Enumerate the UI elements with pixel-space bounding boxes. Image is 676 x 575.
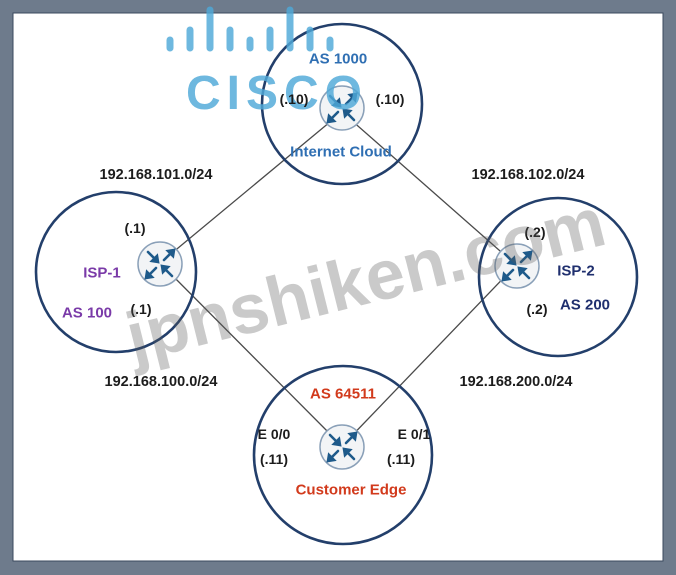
isp1-top-ip-label: (.1) <box>124 220 146 236</box>
internet-cloud-label: Internet Cloud <box>290 143 392 161</box>
cloud-right-ip-label: (.10) <box>375 91 405 107</box>
isp2-name-label: ISP-2 <box>557 262 595 280</box>
link-isp1-cloud <box>159 111 343 264</box>
isp2-bottom-ip-label: (.2) <box>526 301 548 317</box>
as200-label: AS 200 <box>559 296 611 314</box>
link-isp2-edge <box>341 264 517 447</box>
cisco-bars-icon <box>166 6 334 52</box>
cisco-logo-text: CISCO <box>186 67 369 120</box>
edge-right-ip-label: (.11) <box>386 451 416 467</box>
subnet-cloud-isp2-label: 192.168.102.0/24 <box>471 167 585 183</box>
isp2-top-ip-label: (.2) <box>524 224 546 240</box>
router-isp2-icon <box>494 243 540 289</box>
as100-label: AS 100 <box>61 304 113 322</box>
subnet-isp1-cloud-label: 192.168.101.0/24 <box>99 167 213 183</box>
as1000-label: AS 1000 <box>308 50 368 68</box>
router-isp1-icon <box>137 241 183 287</box>
edge-right-interface-label: E 0/1 <box>397 426 431 442</box>
customer-edge-label: Customer Edge <box>295 481 407 499</box>
subnet-isp2-edge-label: 192.168.200.0/24 <box>459 374 573 390</box>
isp1-bottom-ip-label: (.1) <box>130 301 152 317</box>
as64511-label: AS 64511 <box>310 385 376 403</box>
link-isp1-edge <box>159 262 343 447</box>
subnet-isp1-edge-label: 192.168.100.0/24 <box>104 374 218 390</box>
edge-left-interface-label: E 0/0 <box>257 426 291 442</box>
edge-left-ip-label: (.11) <box>259 451 289 467</box>
router-customer-edge-icon <box>319 424 365 470</box>
as200-circle <box>477 196 639 358</box>
isp1-name-label: ISP-1 <box>83 264 121 282</box>
as100-circle <box>34 190 198 354</box>
cloud-left-ip-label: (.10) <box>279 91 309 107</box>
router-internet-cloud-icon <box>319 85 365 131</box>
as64511-circle <box>252 364 434 546</box>
as1000-circle <box>260 22 424 186</box>
